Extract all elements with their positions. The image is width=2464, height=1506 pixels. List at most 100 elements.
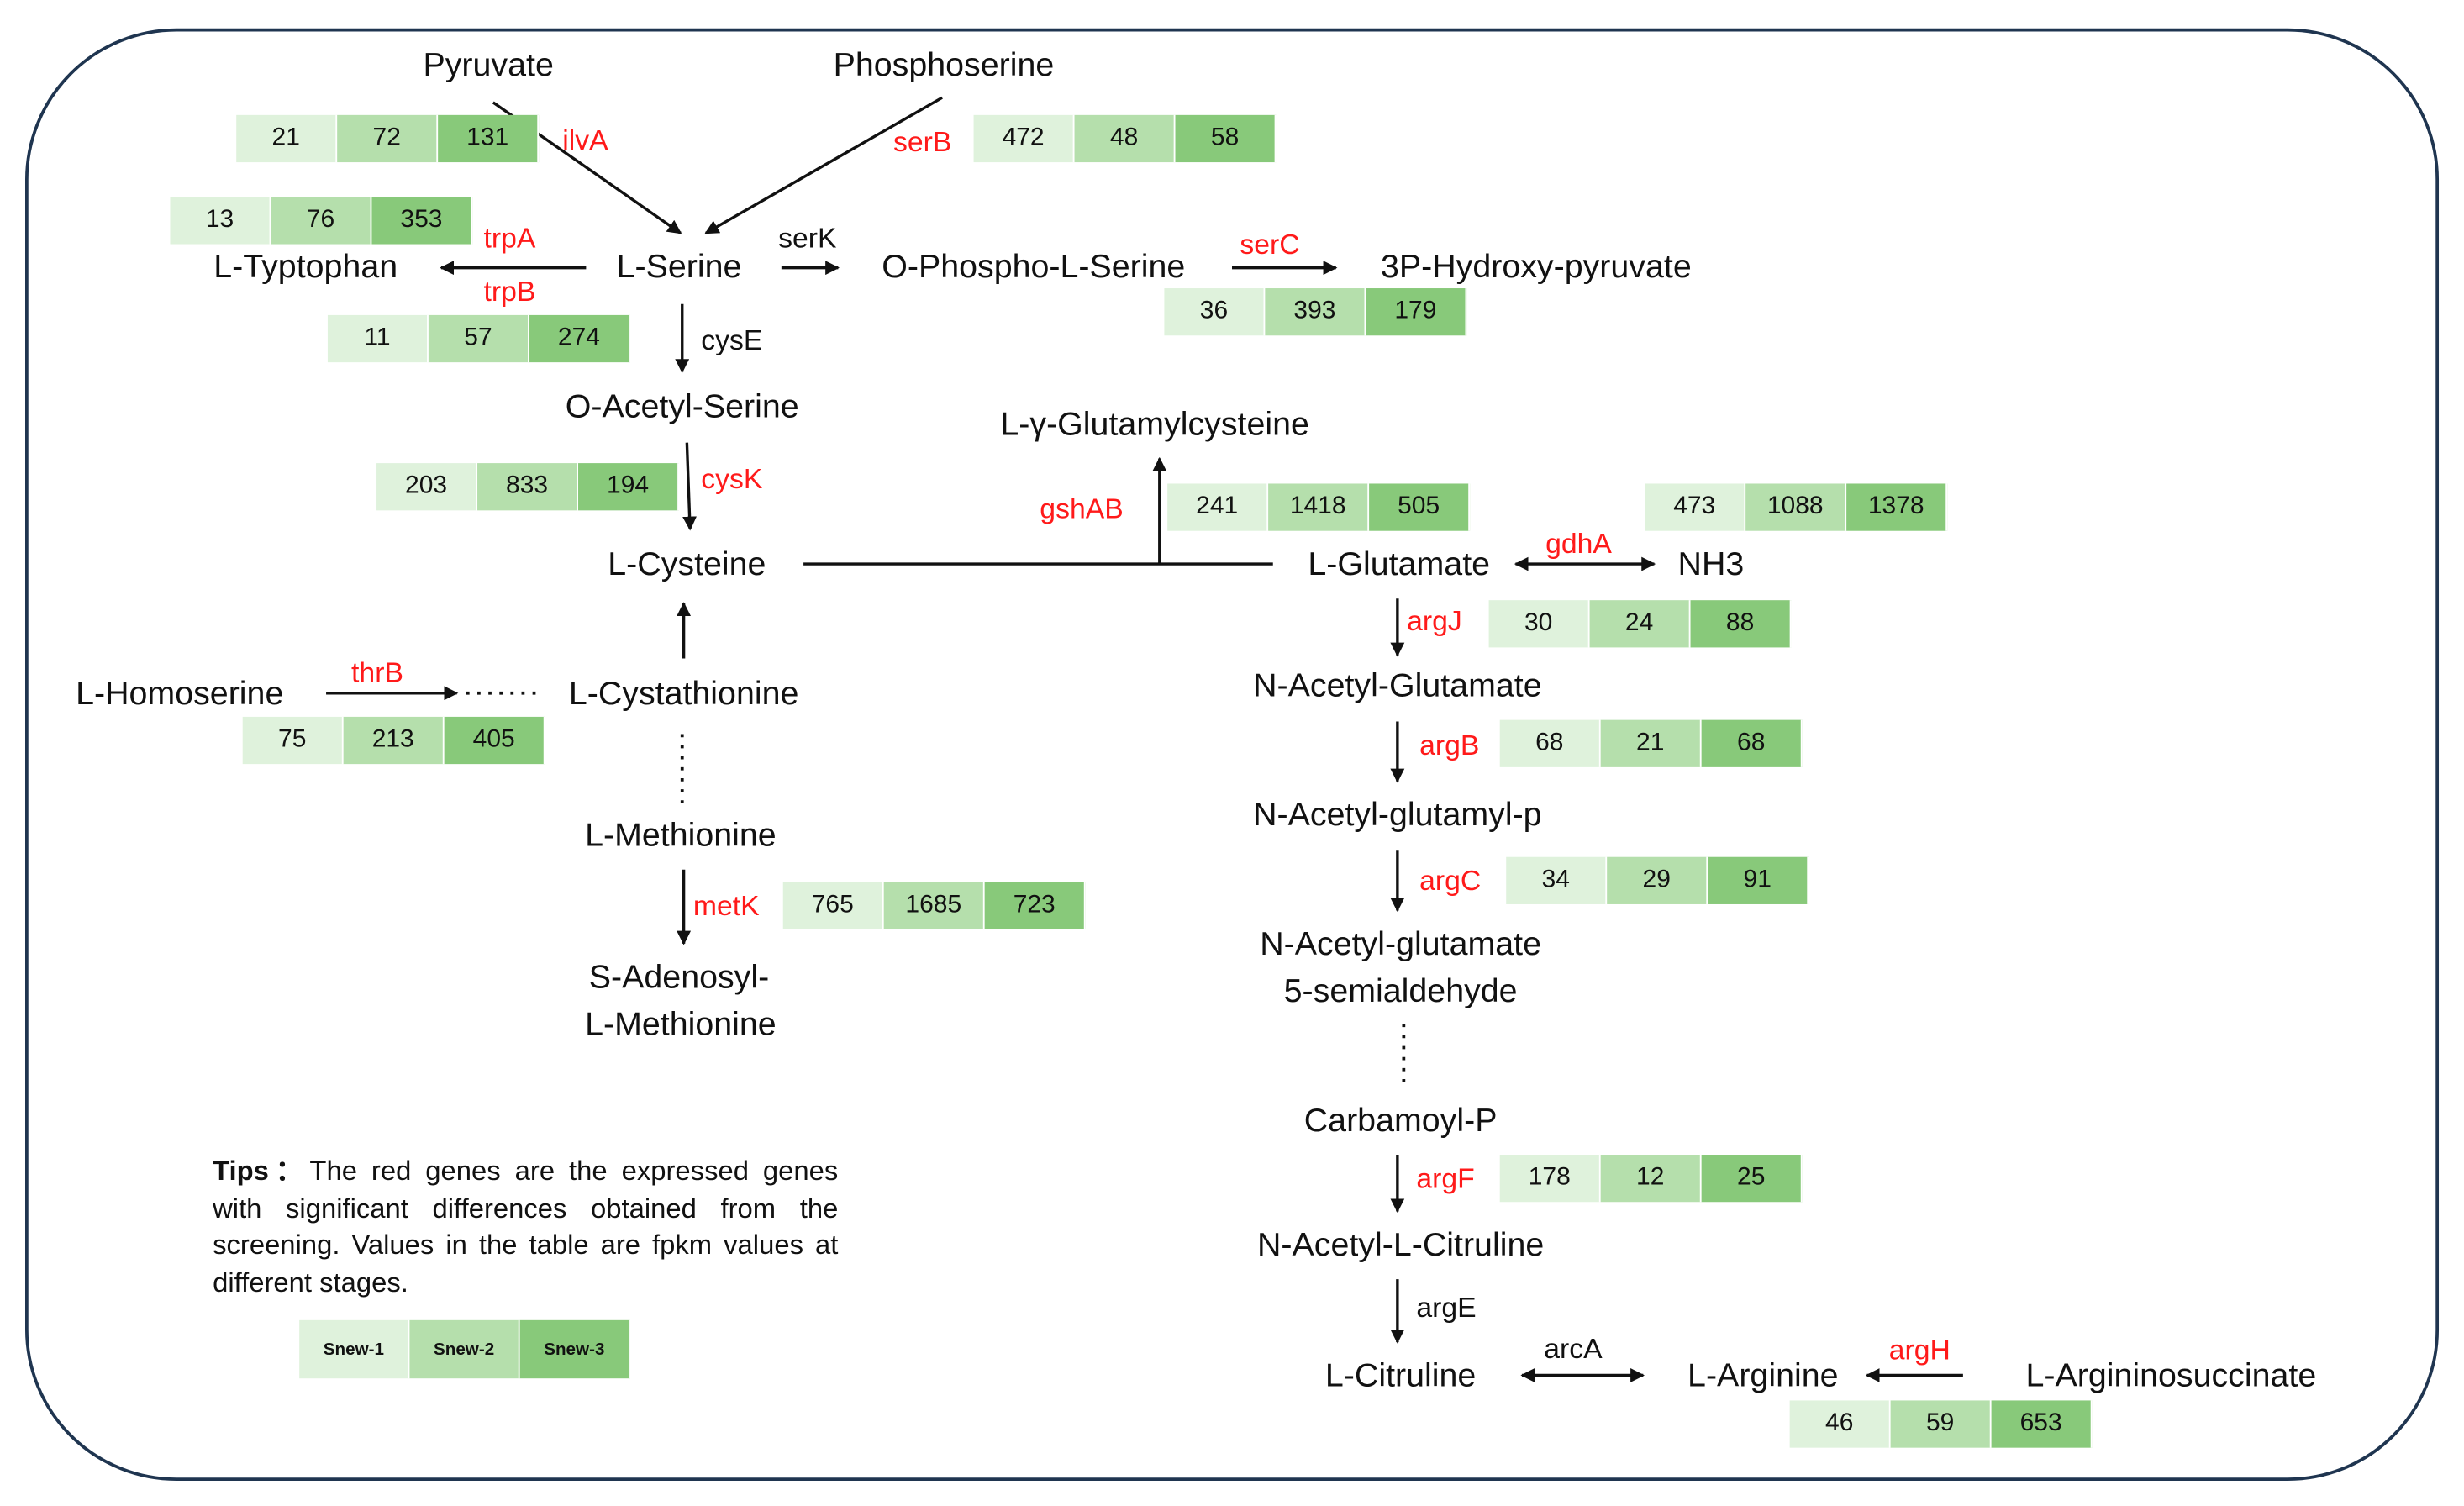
- fpkm-table-trpA: 13 76 353: [170, 197, 473, 245]
- fpkm-cell: 21: [236, 114, 338, 163]
- gene-serC: serC: [1240, 228, 1300, 261]
- legend-snew-3: Snew-3: [519, 1319, 630, 1379]
- tips-text: The red genes are the expressed genes wi…: [213, 1155, 839, 1298]
- fpkm-table-argH: 46 59 653: [1789, 1400, 2093, 1448]
- fpkm-cell: 34: [1506, 856, 1608, 904]
- fpkm-cell: 203: [376, 463, 478, 511]
- fpkm-cell: 91: [1708, 856, 1809, 904]
- metabolite-semialdehyde-line1: N-Acetyl-glutamate: [1260, 926, 1541, 963]
- arrow-acetylserine-cysteine: [682, 442, 697, 531]
- fpkm-cell: 21: [1600, 719, 1702, 767]
- fpkm-cell: 58: [1175, 114, 1277, 163]
- metabolite-l-cysteine: L-Cysteine: [608, 546, 766, 583]
- fpkm-cell: 178: [1499, 1155, 1601, 1203]
- metabolite-carbamoyl-p: Carbamoyl-P: [1303, 1103, 1498, 1140]
- gene-ilvA: ilvA: [562, 124, 608, 156]
- gene-gshAB: gshAB: [1040, 492, 1124, 525]
- fpkm-cell: 213: [343, 716, 445, 765]
- fpkm-cell: 24: [1589, 600, 1691, 648]
- rounded-frame: [24, 28, 2440, 1482]
- fpkm-cell: 76: [271, 197, 372, 245]
- fpkm-table-trpB: 11 57 274: [327, 314, 630, 363]
- gene-trpB: trpB: [483, 276, 536, 308]
- gene-thrB: thrB: [351, 656, 403, 689]
- fpkm-table-argC: 34 29 91: [1506, 856, 1809, 904]
- fpkm-cell: 241: [1167, 483, 1269, 531]
- gene-argH: argH: [1888, 1334, 1951, 1366]
- fpkm-cell: 88: [1690, 600, 1792, 648]
- fpkm-cell: 353: [371, 197, 473, 245]
- metabolite-l-gamma-glutamylcysteine: L-γ-Glutamylcysteine: [1000, 406, 1309, 443]
- fpkm-cell: 30: [1488, 600, 1590, 648]
- metabolite-o-phospho-l-serine: O-Phospho-L-Serine: [882, 249, 1186, 286]
- metabolite-n-acetyl-glutamate: N-Acetyl-Glutamate: [1253, 667, 1542, 704]
- fpkm-table-cysK: 203 833 194: [376, 463, 679, 511]
- gene-serB: serB: [892, 125, 952, 158]
- metabolite-l-cystathionine: L-Cystathionine: [568, 676, 799, 713]
- fpkm-cell: 1685: [883, 882, 985, 929]
- metabolite-l-methionine: L-Methionine: [585, 817, 777, 854]
- fpkm-cell: 1088: [1745, 483, 1847, 531]
- fpkm-cell: 68: [1499, 719, 1601, 767]
- fpkm-cell: 1378: [1846, 483, 1948, 531]
- metabolite-n-acetyl-glutamyl-p: N-Acetyl-glutamyl-p: [1253, 797, 1542, 834]
- metabolite-nh3: NH3: [1677, 546, 1745, 583]
- fpkm-cell: 75: [242, 716, 344, 765]
- fpkm-cell: 472: [973, 114, 1075, 163]
- fpkm-table-thrB: 75 213 405: [242, 716, 545, 765]
- fpkm-table-ilvA: 21 72 131: [236, 114, 540, 163]
- gene-argC: argC: [1419, 865, 1482, 897]
- metabolite-l-citrulline: L-Citruline: [1324, 1357, 1477, 1394]
- fpkm-table-serC: 36 393 179: [1164, 288, 1467, 336]
- gene-gdhA: gdhA: [1545, 527, 1612, 560]
- fpkm-cell: 29: [1607, 856, 1708, 904]
- fpkm-cell: 25: [1701, 1155, 1803, 1203]
- fpkm-cell: 68: [1701, 719, 1803, 767]
- fpkm-cell: 72: [337, 114, 439, 163]
- gene-arcA: arcA: [1544, 1332, 1603, 1365]
- fpkm-cell: 723: [984, 882, 1086, 929]
- legend-snew-2: Snew-2: [409, 1319, 520, 1379]
- metabolite-semialdehyde-line2: 5-semialdehyde: [1283, 973, 1518, 1010]
- fpkm-table-serB: 472 48 58: [973, 114, 1277, 163]
- fpkm-cell: 505: [1369, 483, 1471, 531]
- metabolite-o-acetyl-serine: O-Acetyl-Serine: [565, 389, 799, 426]
- fpkm-cell: 179: [1366, 288, 1467, 336]
- arrow-phosphoserine-serine: [704, 96, 943, 234]
- fpkm-cell: 473: [1645, 483, 1746, 531]
- fpkm-table-argF: 178 12 25: [1499, 1155, 1803, 1203]
- fpkm-table-argB: 68 21 68: [1499, 719, 1803, 767]
- tips-heading: Tips：: [213, 1155, 310, 1187]
- gene-metK: metK: [692, 890, 760, 922]
- metabolite-l-glutamate: L-Glutamate: [1308, 546, 1491, 583]
- gene-serK: serK: [778, 222, 837, 254]
- fpkm-cell: 393: [1265, 288, 1366, 336]
- metabolite-l-argininosuccinate: L-Argininosuccinate: [2025, 1357, 2317, 1394]
- metabolite-l-homoserine: L-Homoserine: [76, 676, 284, 713]
- metabolite-n-acetyl-l-citrulline: N-Acetyl-L-Citruline: [1256, 1227, 1545, 1264]
- gene-argF: argF: [1416, 1162, 1475, 1194]
- stage-legend: Snew-1 Snew-2 Snew-3: [299, 1319, 630, 1379]
- metabolite-pyruvate: Pyruvate: [423, 47, 554, 84]
- fpkm-cell: 405: [444, 716, 545, 765]
- metabolite-l-serine: L-Serine: [616, 249, 742, 286]
- fpkm-cell: 653: [1991, 1400, 2093, 1448]
- fpkm-cell: 1418: [1268, 483, 1370, 531]
- metabolite-s-adenosyl-line2: L-Methionine: [585, 1006, 777, 1043]
- fpkm-cell: 57: [428, 314, 529, 363]
- fpkm-cell: 12: [1600, 1155, 1702, 1203]
- fpkm-cell: 59: [1890, 1400, 1992, 1448]
- fpkm-table-gshAB: 241 1418 505: [1167, 483, 1471, 531]
- tips-note: Tips：The red genes are the expressed gen…: [213, 1153, 838, 1301]
- fpkm-cell: 11: [327, 314, 429, 363]
- gene-argJ: argJ: [1407, 604, 1462, 637]
- metabolite-phosphoserine: Phosphoserine: [833, 47, 1055, 84]
- metabolite-3p-hydroxy-pyruvate: 3P-Hydroxy-pyruvate: [1380, 249, 1692, 286]
- metabolite-s-adenosyl-line1: S-Adenosyl-: [588, 959, 770, 996]
- gene-trpA: trpA: [483, 222, 536, 254]
- legend-snew-1: Snew-1: [299, 1319, 410, 1379]
- fpkm-cell: 48: [1074, 114, 1176, 163]
- fpkm-cell: 833: [477, 463, 579, 511]
- fpkm-cell: 36: [1164, 288, 1266, 336]
